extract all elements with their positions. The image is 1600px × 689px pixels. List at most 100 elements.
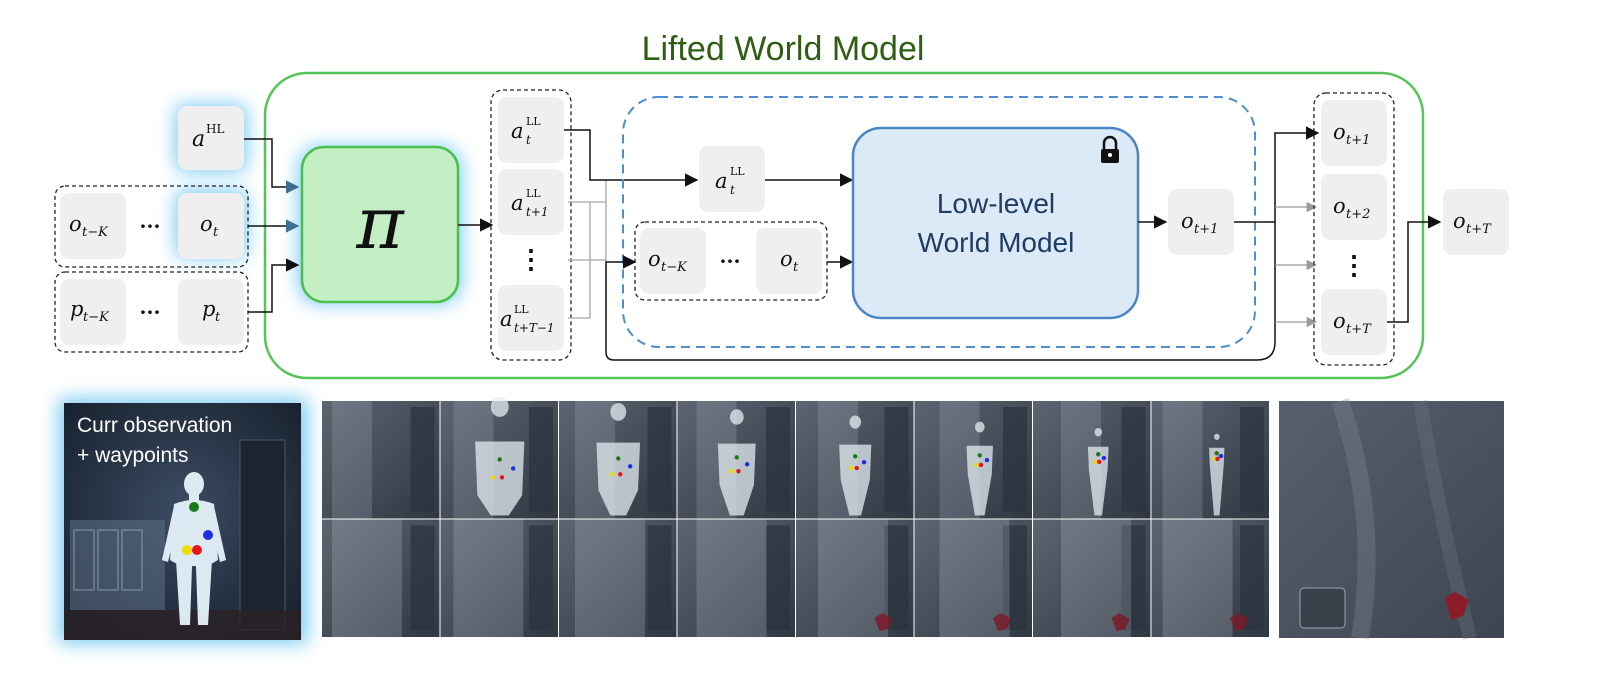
observation-token: o t bbox=[178, 193, 244, 259]
waypoint-marker bbox=[861, 459, 867, 465]
waypoint-marker bbox=[616, 456, 621, 461]
final-output-token: o t+T bbox=[1443, 189, 1509, 255]
waypoint-marker bbox=[977, 453, 982, 458]
svg-text:t+T−1: t+T−1 bbox=[514, 321, 555, 335]
waypoint-marker bbox=[1214, 451, 1219, 456]
svg-text:t+T: t+T bbox=[1466, 222, 1492, 237]
wm-output-token: o t+1 bbox=[1168, 189, 1234, 255]
svg-text:t−K: t−K bbox=[83, 310, 110, 325]
svg-text:LL: LL bbox=[526, 115, 541, 128]
svg-text:t+1: t+1 bbox=[1194, 222, 1218, 237]
high-level-action-token: a HL bbox=[178, 106, 244, 170]
low-level-action-token: a LL t bbox=[498, 97, 564, 163]
waypoint-marker bbox=[627, 464, 633, 469]
predicted-frame bbox=[440, 396, 558, 519]
svg-text:t: t bbox=[793, 260, 799, 275]
waypoint-marker bbox=[848, 465, 854, 471]
svg-text:t+1: t+1 bbox=[1346, 133, 1370, 148]
low-level-action-token: a LL t+T−1 bbox=[498, 285, 564, 351]
observation-caption-line2: + waypoints bbox=[77, 444, 188, 467]
svg-text:t: t bbox=[526, 133, 531, 147]
predicted-frame bbox=[559, 519, 677, 637]
svg-text:o: o bbox=[1453, 209, 1466, 233]
svg-text:LL: LL bbox=[730, 165, 745, 178]
low-level-world-model-box bbox=[851, 126, 1140, 320]
observation-token: o t−K bbox=[60, 193, 126, 259]
svg-text:o: o bbox=[648, 247, 661, 271]
svg-text:o: o bbox=[780, 247, 793, 271]
diagram-title: Lifted World Model bbox=[642, 30, 925, 68]
waypoint-marker bbox=[497, 457, 502, 462]
predicted-observation-token: o t+T bbox=[1321, 289, 1387, 355]
waypoint-marker bbox=[618, 472, 623, 477]
lock-icon bbox=[1101, 135, 1119, 163]
final-predicted-frame bbox=[1279, 398, 1504, 640]
waypoint-marker bbox=[853, 454, 858, 459]
svg-text:o: o bbox=[69, 212, 82, 236]
action-connectors bbox=[568, 180, 607, 320]
svg-text:o: o bbox=[1181, 209, 1194, 233]
svg-text:p: p bbox=[202, 297, 215, 321]
vertical-ellipsis: ⋮ bbox=[1341, 251, 1367, 281]
svg-text:o: o bbox=[200, 212, 213, 236]
observation-caption-line1: Curr observation bbox=[77, 414, 232, 437]
final-output-arrow bbox=[1387, 215, 1442, 323]
predicted-frame bbox=[914, 401, 1032, 519]
waypoint-marker bbox=[203, 530, 213, 540]
waypoint-marker bbox=[984, 457, 990, 463]
waypoint-marker bbox=[734, 455, 739, 460]
waypoint-marker bbox=[189, 502, 199, 512]
waypoint-marker bbox=[1101, 455, 1107, 461]
pose-token: p t−K bbox=[60, 279, 126, 345]
waypoint-marker bbox=[610, 472, 615, 477]
svg-text:t: t bbox=[215, 310, 221, 325]
svg-text:LL: LL bbox=[526, 187, 541, 200]
ellipsis: ··· bbox=[140, 214, 161, 238]
low-level-action-group bbox=[490, 89, 572, 361]
svg-text:HL: HL bbox=[206, 122, 224, 136]
policy-symbol: π bbox=[355, 181, 405, 265]
waypoint-marker bbox=[978, 462, 984, 468]
waypoint-marker bbox=[1215, 456, 1220, 462]
waypoint-marker bbox=[499, 475, 505, 480]
ellipsis: ··· bbox=[140, 300, 161, 324]
output-routing bbox=[605, 126, 1320, 361]
waypoint-marker bbox=[192, 545, 202, 555]
wm-label-line1: Low-level bbox=[937, 188, 1055, 219]
svg-text:o: o bbox=[1333, 120, 1346, 144]
wm-observation-token: o t−K bbox=[640, 228, 706, 294]
wm-input-action-token: a LL t bbox=[699, 146, 765, 212]
pose-token: p t bbox=[178, 279, 244, 345]
input-arrows bbox=[244, 138, 300, 313]
waypoint-marker bbox=[1096, 459, 1102, 464]
svg-text:o: o bbox=[1333, 309, 1346, 333]
predicted-frame-grid bbox=[322, 396, 1269, 637]
waypoint-marker bbox=[1096, 452, 1101, 457]
vertical-ellipsis: ⋮ bbox=[518, 245, 544, 275]
waypoint-marker bbox=[182, 545, 192, 555]
waypoint-marker bbox=[736, 468, 741, 474]
waypoint-marker bbox=[1218, 453, 1224, 459]
waypoint-marker bbox=[744, 462, 750, 467]
waypoint-marker bbox=[490, 475, 496, 480]
waypoint-marker bbox=[973, 462, 979, 468]
predicted-frame bbox=[677, 401, 795, 519]
waypoint-marker bbox=[854, 465, 859, 471]
svg-text:LL: LL bbox=[514, 303, 529, 316]
action-routing bbox=[564, 129, 699, 187]
svg-text:t: t bbox=[213, 225, 219, 240]
predicted-frame bbox=[1151, 401, 1269, 519]
svg-text:a: a bbox=[715, 169, 728, 193]
svg-text:a: a bbox=[511, 191, 524, 215]
svg-text:t: t bbox=[730, 183, 735, 197]
svg-text:t+T: t+T bbox=[1346, 322, 1372, 337]
svg-text:p: p bbox=[70, 297, 83, 321]
ellipsis: ··· bbox=[720, 249, 741, 273]
output-gray-arrows bbox=[1275, 201, 1318, 328]
predicted-frame bbox=[914, 519, 1032, 637]
predicted-frame bbox=[796, 519, 914, 637]
predicted-frame bbox=[440, 519, 558, 637]
svg-text:t−K: t−K bbox=[82, 225, 109, 240]
svg-text:o: o bbox=[1333, 194, 1346, 218]
waypoint-marker bbox=[729, 468, 734, 474]
